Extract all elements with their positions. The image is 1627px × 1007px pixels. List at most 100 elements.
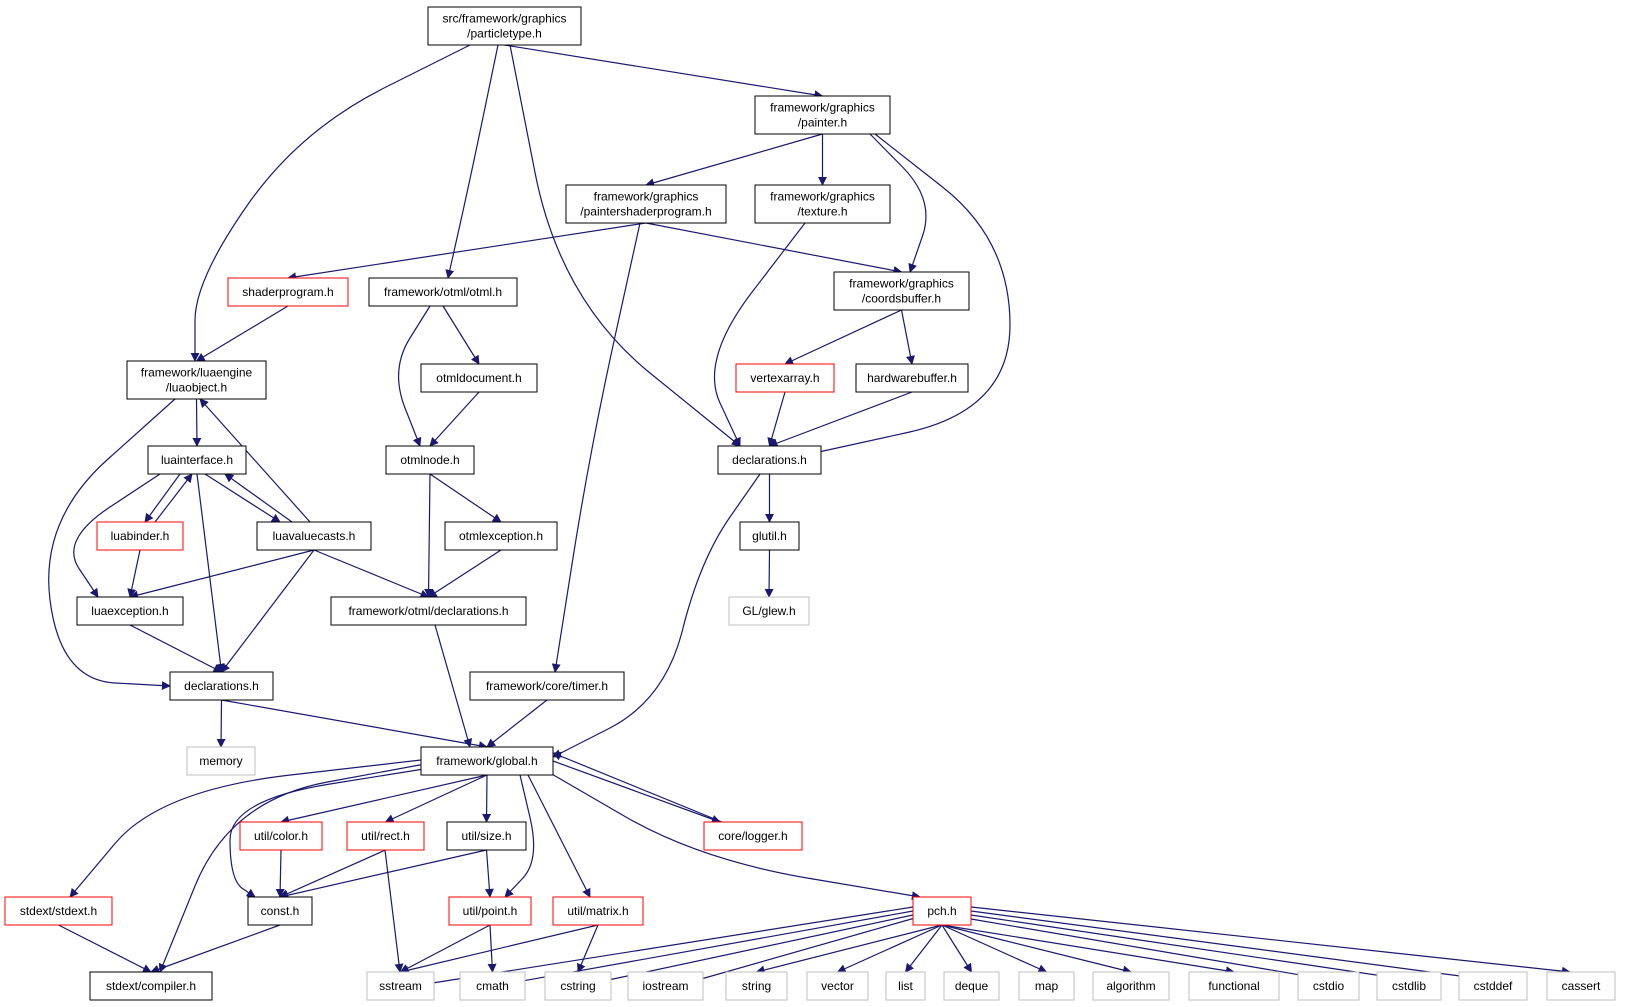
node-matrix[interactable]: util/matrix.h [552, 896, 644, 926]
node-global[interactable]: framework/global.h [420, 746, 554, 776]
edge-luainterface-to-luabinder [144, 473, 181, 523]
edge-pch-to-algorithm [941, 924, 1132, 975]
node-box-painter [754, 95, 891, 135]
node-glew: GL/glew.h [728, 596, 810, 626]
node-rect[interactable]: util/rect.h [346, 821, 425, 851]
node-label-memory: memory [199, 754, 242, 768]
node-stdext[interactable]: stdext/stdext.h [4, 896, 113, 926]
node-vertexarray[interactable]: vertexarray.h [735, 363, 835, 393]
node-cstring: cstring [544, 971, 612, 1001]
node-label-list: list [898, 979, 913, 993]
node-color[interactable]: util/color.h [239, 821, 323, 851]
node-compiler[interactable]: stdext/compiler.h [89, 971, 213, 1001]
edge-pch-to-cstdlib [970, 914, 1411, 984]
node-box-particletype [427, 6, 582, 46]
edge-luaexception-to-ldeclarations [129, 624, 223, 673]
node-otml[interactable]: framework/otml/otml.h [368, 277, 518, 307]
edge-otml-to-otmldocument [442, 305, 480, 365]
node-label-shaderprogram: shaderprogram.h [242, 285, 333, 299]
node-label-point: util/point.h [463, 904, 518, 918]
edge-particletype-to-luaobject [190, 44, 471, 362]
node-gdeclarations[interactable]: declarations.h [717, 445, 822, 475]
node-label-cstdio: cstdio [1313, 979, 1345, 993]
node-functional: functional [1188, 971, 1280, 1001]
node-logger[interactable]: core/logger.h [703, 821, 803, 851]
node-luainterface[interactable]: luainterface.h [147, 445, 247, 475]
edge-global-to-logger [552, 760, 721, 824]
node-box-color [239, 821, 323, 851]
node-sstream: sstream [366, 971, 435, 1001]
node-painter[interactable]: framework/graphics/painter.h [754, 95, 891, 135]
edge-luavaluecasts-to-luaexception [129, 549, 315, 600]
edge-pch-to-cassert [970, 906, 1571, 976]
node-label-sstream: sstream [379, 979, 422, 993]
node-otmlnode[interactable]: otmlnode.h [385, 445, 475, 475]
node-size[interactable]: util/size.h [446, 821, 527, 851]
node-box-stdext [4, 896, 113, 926]
node-coordsbuffer[interactable]: framework/graphics/coordsbuffer.h [833, 271, 970, 311]
edge-pch-to-iostream [679, 917, 916, 988]
node-label-texture-line2: /texture.h [797, 205, 847, 219]
node-texture[interactable]: framework/graphics/texture.h [754, 184, 891, 224]
node-label-timer: framework/core/timer.h [486, 679, 608, 693]
node-box-shaderprogram [227, 277, 349, 307]
edge-paintershaderprogram-to-shaderprogram [287, 222, 647, 282]
node-luabinder[interactable]: luabinder.h [96, 521, 184, 551]
node-timer[interactable]: framework/core/timer.h [469, 671, 625, 701]
edge-coordsbuffer-to-vertexarray [784, 309, 902, 365]
node-pch[interactable]: pch.h [912, 896, 972, 926]
edge-const-to-compiler [150, 924, 281, 974]
edge-luavaluecasts-to-luaobject [199, 398, 311, 523]
node-label-coordsbuffer-line2: /coordsbuffer.h [862, 292, 941, 306]
node-label-string: string [742, 979, 771, 993]
edge-matrix-to-cstring [577, 924, 599, 973]
node-hardwarebuffer[interactable]: hardwarebuffer.h [855, 363, 969, 393]
node-box-sstream [366, 971, 435, 1001]
node-box-glew [728, 596, 810, 626]
node-box-luainterface [147, 445, 247, 475]
node-glutil[interactable]: glutil.h [739, 521, 800, 551]
node-box-iostream [627, 971, 704, 1001]
node-paintershaderprogram[interactable]: framework/graphics/paintershaderprogram.… [565, 184, 727, 224]
edge-particletype-to-otml [445, 44, 499, 279]
node-label-cstddef: cstddef [1474, 979, 1513, 993]
node-luaexception[interactable]: luaexception.h [76, 596, 184, 626]
node-particletype[interactable]: src/framework/graphics/particletype.h [427, 6, 582, 46]
node-luaobject[interactable]: framework/luaengine/luaobject.h [126, 360, 267, 400]
node-const[interactable]: const.h [247, 896, 313, 926]
edge-pch-to-list [904, 924, 943, 973]
node-label-cmath: cmath [476, 979, 509, 993]
node-shaderprogram[interactable]: shaderprogram.h [227, 277, 349, 307]
node-otmldeclarations[interactable]: framework/otml/declarations.h [330, 596, 527, 626]
node-label-otmldocument: otmldocument.h [436, 371, 521, 385]
edge-luainterface-to-luavaluecasts [204, 473, 281, 523]
node-cstddef: cstddef [1458, 971, 1528, 1001]
node-box-size [446, 821, 527, 851]
node-label-luaobject-line1: framework/luaengine [141, 366, 253, 380]
edge-size-to-point [484, 849, 494, 898]
edge-stdext-to-compiler [58, 924, 152, 973]
edge-paintershaderprogram-to-timer [551, 222, 641, 673]
edge-global-to-size [482, 774, 492, 823]
node-box-texture [754, 184, 891, 224]
edge-otmlexception-to-otmldeclarations [427, 549, 502, 598]
node-label-cassert: cassert [1562, 979, 1601, 993]
node-box-otmldocument [420, 363, 538, 393]
node-box-cmath [459, 971, 526, 1001]
edge-shaderprogram-to-luaobject [195, 305, 289, 362]
node-otmldocument[interactable]: otmldocument.h [420, 363, 538, 393]
node-otmlexception[interactable]: otmlexception.h [444, 521, 558, 551]
node-point[interactable]: util/point.h [448, 896, 532, 926]
edge-global-to-const [229, 767, 431, 898]
node-box-map [1018, 971, 1075, 1001]
node-luavaluecasts[interactable]: luavaluecasts.h [256, 521, 372, 551]
node-label-particletype-line2: /particletype.h [467, 27, 542, 41]
node-box-paintershaderprogram [565, 184, 727, 224]
node-box-memory [186, 746, 256, 776]
node-ldeclarations[interactable]: declarations.h [169, 671, 274, 701]
edge-particletype-to-painter [504, 44, 824, 100]
node-label-color: util/color.h [254, 829, 308, 843]
edge-paintershaderprogram-to-coordsbuffer [645, 222, 903, 275]
node-box-glutil [739, 521, 800, 551]
